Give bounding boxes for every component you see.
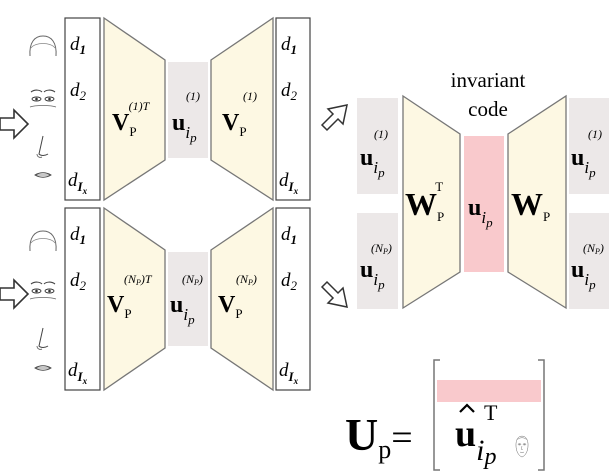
- decoder-label-bottom: VP: [218, 292, 243, 321]
- matrix-row-label: uip: [455, 413, 496, 470]
- matrix-face-icon: [515, 435, 529, 458]
- svg-text:d1: d1: [281, 34, 297, 57]
- matrix-right-bracket: [538, 359, 545, 471]
- svg-text:d1: d1: [70, 34, 86, 57]
- right-output-box-top: [569, 98, 609, 194]
- svg-text:(NP): (NP): [583, 241, 604, 256]
- decoder-trapezoid-top: [210, 16, 274, 202]
- svg-text:d2: d2: [70, 270, 87, 293]
- vector-box-bottom-left: [64, 207, 101, 391]
- right-output-box-bottom: [569, 213, 609, 309]
- svg-text:(NP)T: (NP)T: [124, 272, 153, 287]
- face-strip-bottom: [29, 230, 57, 371]
- svg-text:dIx: dIx: [279, 360, 299, 386]
- matrix-left-bracket: [433, 359, 440, 471]
- code-box-top: [168, 62, 208, 158]
- svg-text:(1): (1): [243, 89, 257, 103]
- invariant-code-label: uip: [468, 195, 493, 230]
- invariant-title-line2: code: [468, 97, 508, 121]
- invariant-encoder-label: WPT: [405, 179, 444, 224]
- svg-text:uip: uip: [571, 257, 596, 292]
- svg-text:d1: d1: [281, 224, 297, 247]
- right-input-box-top: [357, 98, 398, 194]
- right-input-box-bottom: [357, 213, 398, 309]
- invariant-decoder-label: WP: [511, 186, 550, 224]
- svg-text:d1: d1: [70, 224, 86, 247]
- svg-text:(NP): (NP): [371, 241, 392, 256]
- vector-box-top-left: [64, 17, 101, 201]
- vector-box-top-right: [275, 17, 311, 201]
- svg-text:d2: d2: [281, 80, 298, 103]
- invariant-encoder-trapezoid: [402, 94, 461, 310]
- matrix-lhs: Up=: [345, 409, 413, 464]
- svg-text:T: T: [484, 400, 498, 425]
- code-label-top: uip: [172, 110, 197, 145]
- svg-text:(NP): (NP): [236, 272, 257, 287]
- invariant-code-box: [464, 136, 504, 272]
- encoder-trapezoid-bottom: [103, 206, 166, 392]
- vector-box-bottom-right: [275, 207, 311, 391]
- code-label-bottom: uip: [170, 292, 195, 327]
- face-strip-top: [29, 35, 57, 178]
- svg-text:dIx: dIx: [279, 170, 299, 196]
- svg-text:d2: d2: [281, 270, 298, 293]
- arrow-to-right-bottom: [320, 280, 348, 308]
- input-arrow-top: [0, 108, 30, 140]
- svg-text:uip: uip: [360, 145, 385, 180]
- decoder-label-top: VP: [222, 110, 247, 139]
- code-box-bottom: [168, 252, 208, 346]
- svg-text:dIx: dIx: [68, 170, 88, 196]
- encoder-label-bottom: VP: [107, 292, 132, 321]
- invariant-title-line1: invariant: [451, 68, 526, 92]
- svg-text:uip: uip: [360, 257, 385, 292]
- svg-text:uip: uip: [571, 145, 596, 180]
- encoder-label-top: VP(1)T: [112, 99, 151, 139]
- svg-text:(1): (1): [588, 127, 602, 141]
- encoder-trapezoid-top: [103, 16, 166, 202]
- input-arrow-bottom: [0, 278, 30, 310]
- svg-text:d2: d2: [70, 80, 87, 103]
- invariant-decoder-trapezoid: [507, 94, 567, 310]
- arrow-to-right-top: [320, 104, 348, 132]
- svg-text:(1): (1): [374, 127, 388, 141]
- svg-text:(NP): (NP): [182, 272, 203, 287]
- matrix-hat: [459, 403, 475, 413]
- svg-text:(1): (1): [186, 89, 200, 103]
- decoder-trapezoid-bottom: [210, 206, 274, 392]
- svg-text:dIx: dIx: [68, 360, 88, 386]
- matrix-row-highlight: [437, 380, 541, 402]
